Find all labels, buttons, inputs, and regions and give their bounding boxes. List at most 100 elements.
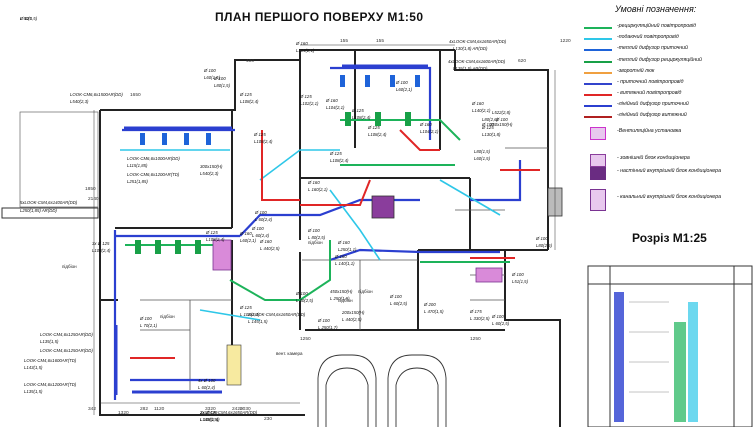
dimension-value: 155 — [340, 38, 348, 44]
legend-label: - витяжний повітропровід — [617, 90, 682, 96]
linear-diffusers — [114, 64, 428, 395]
legend-swatch — [584, 49, 612, 51]
vent-room-box — [226, 344, 242, 386]
legend-item: - витяжний повітропровід — [584, 90, 756, 100]
duct-annotation: Ø 200 — [423, 302, 436, 307]
wall-inner-6 — [417, 249, 548, 330]
legend-item: -теплий дифузор рециркуляційний — [584, 57, 756, 67]
duct-annotation: L60(2,1) — [396, 87, 413, 92]
exhaust-duct-1 — [261, 130, 300, 201]
legend-item: - настінний внутрішній блок кондиціонера — [584, 167, 756, 180]
duct-annotation: 5xLOOK-CM4,6x1400AR(DD) — [20, 200, 78, 205]
duct-annotation: L 250(1,5) — [330, 296, 350, 301]
duct-annotation: L104(2,1) — [296, 48, 315, 53]
duct-annotation: Ø 100 — [203, 68, 216, 73]
dimension-value: 620 — [518, 58, 526, 64]
partition-1 — [140, 299, 232, 390]
legend-swatch — [590, 127, 606, 140]
feed-duct-5 — [199, 309, 261, 321]
duct-annotation: L 60(2,4) — [198, 385, 216, 390]
floor-plan: 4xLOOK-CM4,6x1650AR(DD) L130(1,8) AR(DD) 4… — [1, 16, 571, 427]
duct-annotation: L251(1,85) — [127, 179, 148, 184]
duct-annotation: L 250(1,7) — [318, 325, 338, 330]
dimension-value: 2030 — [240, 406, 251, 412]
legend-item: -лінійний дифузор витяжний — [584, 112, 756, 122]
dimension-value: 282 — [140, 406, 148, 412]
diffuser-green-1 — [135, 240, 141, 254]
legend-label: -лінійний дифузор приточний — [617, 101, 689, 107]
legend-swatch — [590, 189, 606, 211]
duct-annotation: Ø 100 — [307, 228, 320, 233]
diffuser-green-7 — [405, 112, 411, 126]
duct-annotation: 4xLOOK-CM4,6x1600AR(DD) — [448, 59, 506, 64]
legend-swatch — [584, 83, 612, 85]
duct-annotation: LOOK-CM4,6x1200AR(TD) — [24, 382, 77, 387]
duct-annotation: L135(1,5) — [40, 339, 59, 344]
legend: Умовні позначення: -рециркуляційний пові… — [584, 0, 756, 230]
duct-annotation: L 70(2,1) — [140, 323, 158, 328]
small-label-layer: підбіонпідбіонпідбіонпідбіонпідбіонвент.… — [62, 240, 373, 356]
diffuser-green-3 — [175, 240, 181, 254]
duct-annotation: Ø 125 — [239, 92, 252, 97]
duct-annotation: L 108(2,4) — [240, 312, 260, 317]
legend-swatch — [590, 154, 606, 167]
dimension-value: 2140 — [88, 196, 99, 202]
duct-annotation: L 470(1,5) — [424, 309, 444, 314]
duct-annotation: 2xLOOK-CM4,6x1650AR(DD) — [247, 312, 306, 317]
legend-item: -теплий дифузор приточний — [584, 45, 756, 55]
duct-annotation: 3x Ø 125 — [92, 241, 110, 246]
legend-item: -рециркуляційний повітропровід — [584, 23, 756, 33]
duct-annotation: L 80(2,5) — [296, 298, 314, 303]
duct-annotation: Ø 100 — [491, 314, 504, 319]
car-left-inner — [325, 367, 369, 427]
duct-annotation: Ø 100 — [389, 294, 402, 299]
duct-annotation: Ø 160 — [334, 254, 347, 259]
walls — [99, 49, 561, 427]
car-right — [387, 354, 447, 427]
duct-annotation: L130(1,8) AR(DD) — [453, 46, 488, 51]
duct-annotation: Ø 100 — [254, 210, 267, 215]
dimension-value: 400 — [246, 58, 254, 64]
cross-section — [587, 265, 753, 427]
feed-duct-4 — [439, 179, 501, 216]
room-label: підбіон — [358, 289, 373, 294]
duct-annotation: LOOK-CM6,6x1000AR(DD) — [127, 156, 180, 161]
legend-label: -подаючий повітропровід — [617, 34, 679, 40]
duct-annotation: Ø 160 — [295, 41, 308, 46]
duct-annotation: Ø 100 — [481, 122, 494, 127]
duct-annotation: L80(1,5) — [214, 83, 231, 88]
teal-diffusers — [135, 112, 411, 254]
legend-item: -Вентиляційна установка — [584, 127, 756, 140]
duct-annotation: Ø 160 — [259, 239, 272, 244]
supply-duct-top — [330, 66, 432, 140]
diffuser-green-6 — [375, 112, 381, 126]
duct-annotation: 4xLOOK-CM4,6x1650AR(DD) — [449, 39, 507, 44]
left-annex — [19, 111, 99, 208]
duct-annotation: L108(2,4) — [206, 237, 225, 242]
duct-annotation: Ø 100 — [535, 236, 548, 241]
duct-annotation: L 90(1,5) — [20, 16, 38, 21]
diffuser-blue-5 — [340, 75, 345, 87]
dimension-value: 1650 — [130, 92, 141, 98]
feeding-ducts — [120, 149, 501, 321]
diffuser-blue-6 — [365, 75, 370, 87]
duct-annotation: LOOK-CM4,6x1600AR(TD) — [24, 358, 77, 363]
duct-annotation: L60(1,5) — [474, 156, 491, 161]
section-duct-blue — [614, 292, 624, 422]
duct-annotation: L104(2,1) — [326, 105, 345, 110]
duct-annotation: 200x150(H) — [341, 310, 365, 315]
duct-annotation: L 140(1,1) — [335, 261, 355, 266]
duct-annotation: 300x150(H) — [200, 164, 223, 169]
duct-annotation: L108(2,4) — [368, 132, 387, 137]
annotation-layer: 4xLOOK-CM4,6x1650AR(DD) L130(1,8) AR(DD) 4… — [19, 16, 553, 422]
duct-annotation: L 440(2,5) — [342, 317, 362, 322]
duct-annotation: L 145(1,5) — [248, 319, 268, 324]
dimension-value: 1320 — [118, 410, 129, 416]
legend-label: - зовнішній блок кондиціонера — [617, 155, 690, 161]
recirc-duct-mid — [229, 240, 331, 301]
duct-annotation: L 60(2,5) — [390, 301, 408, 306]
duct-annotation: Ø 100 — [213, 76, 226, 81]
duct-annotation: Ø 125 — [19, 16, 32, 21]
page-title: ПЛАН ПЕРШОГО ПОВЕРХУ М1:50 — [215, 10, 424, 24]
